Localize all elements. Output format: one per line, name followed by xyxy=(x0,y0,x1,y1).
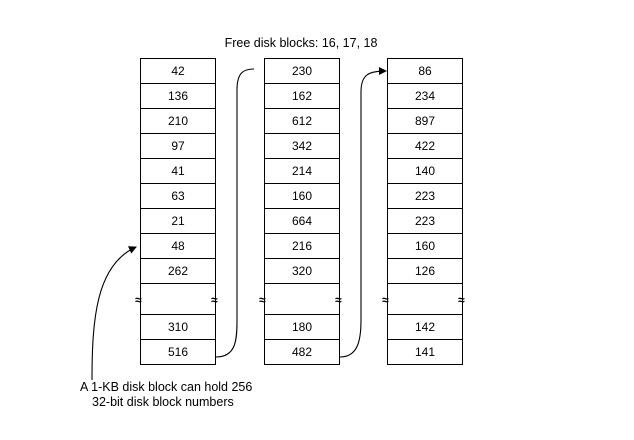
block-entry: 262 xyxy=(140,258,216,283)
block-entry: 216 xyxy=(264,233,340,258)
block-entry: 63 xyxy=(140,183,216,208)
break-symbol: ≈ xyxy=(382,293,389,307)
block-entry: 310 xyxy=(140,314,216,339)
block-entry: 162 xyxy=(264,83,340,108)
block-entry: 142 xyxy=(387,314,463,339)
block-entry: 136 xyxy=(140,83,216,108)
block-entry: 160 xyxy=(264,183,340,208)
caption-line-1: A 1-KB disk block can hold 256 xyxy=(80,380,253,394)
block-entry: 516 xyxy=(140,339,216,365)
block-entry: 214 xyxy=(264,158,340,183)
caption-line-2: 32-bit disk block numbers xyxy=(92,395,234,409)
block-entry: 41 xyxy=(140,158,216,183)
block-entry: 140 xyxy=(387,158,463,183)
block-entry: 48 xyxy=(140,233,216,258)
caption-pointer-arrow xyxy=(91,246,137,381)
block-entry: 86 xyxy=(387,58,463,83)
elided-entries xyxy=(140,283,216,314)
block-entry: 97 xyxy=(140,133,216,158)
block-entry: 210 xyxy=(140,108,216,133)
block-entry: 21 xyxy=(140,208,216,233)
break-symbol: ≈ xyxy=(458,293,465,307)
block-entry: 482 xyxy=(264,339,340,365)
elided-entries xyxy=(264,283,340,314)
block-entry: 422 xyxy=(387,133,463,158)
disk-block-column-3: 86 234 897 422 140 223 223 160 126 142 1… xyxy=(387,58,463,365)
block-entry: 230 xyxy=(264,58,340,83)
block-entry: 180 xyxy=(264,314,340,339)
link-arrow-1-to-2 xyxy=(215,68,255,358)
break-symbol: ≈ xyxy=(335,293,342,307)
disk-block-column-2: 230 162 612 342 214 160 664 216 320 180 … xyxy=(264,58,340,365)
diagram-title: Free disk blocks: 16, 17, 18 xyxy=(224,36,378,50)
block-entry: 42 xyxy=(140,58,216,83)
disk-block-column-1: 42 136 210 97 41 63 21 48 262 310 516 xyxy=(140,58,216,365)
block-entry: 234 xyxy=(387,83,463,108)
block-entry: 664 xyxy=(264,208,340,233)
block-entry: 126 xyxy=(387,258,463,283)
block-entry: 342 xyxy=(264,133,340,158)
link-arrow-2-to-3 xyxy=(339,67,387,358)
block-entry: 141 xyxy=(387,339,463,365)
block-entry: 223 xyxy=(387,208,463,233)
block-entry: 160 xyxy=(387,233,463,258)
block-entry: 223 xyxy=(387,183,463,208)
block-entry: 612 xyxy=(264,108,340,133)
caption: A 1-KB disk block can hold 256 32-bit di… xyxy=(80,380,252,410)
block-entry: 897 xyxy=(387,108,463,133)
break-symbol: ≈ xyxy=(211,293,218,307)
block-entry: 320 xyxy=(264,258,340,283)
break-symbol: ≈ xyxy=(135,293,142,307)
break-symbol: ≈ xyxy=(259,293,266,307)
elided-entries xyxy=(387,283,463,314)
